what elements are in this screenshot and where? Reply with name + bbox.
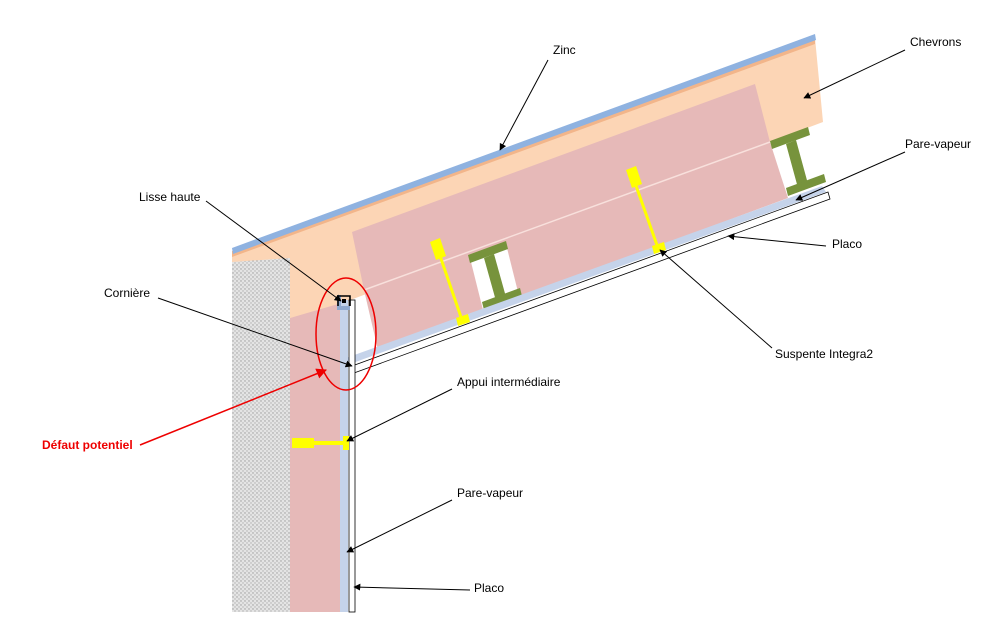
arrow-placo-wall [353, 583, 471, 591]
suspente-left [430, 238, 470, 326]
label-zinc: Zinc [553, 43, 576, 57]
arrow-pare-vapeur-wall [346, 499, 453, 553]
label-pare-vapeur-roof: Pare-vapeur [905, 137, 971, 151]
label-suspente: Suspente Integra2 [775, 347, 873, 361]
arrow-defaut [139, 368, 327, 446]
label-pare-vapeur-wall: Pare-vapeur [457, 486, 523, 500]
arrow-corniere [157, 297, 353, 368]
label-corniere: Cornière [104, 286, 150, 300]
zinc-roofing [232, 34, 816, 254]
arrow-zinc [499, 59, 549, 151]
i-joist-right [770, 127, 826, 196]
arrow-lisse-haute [205, 200, 342, 302]
defect-highlight-ellipse [315, 277, 377, 391]
arrow-suspente [659, 249, 773, 349]
label-chevrons: Chevrons [910, 35, 961, 49]
label-defaut-potentiel: Défaut potentiel [42, 438, 133, 452]
wall-vapour-barrier [340, 300, 348, 612]
masonry-wall [232, 240, 290, 612]
i-joist-left [468, 241, 522, 310]
roof-insulation-lower [364, 142, 788, 350]
arrow-appui [346, 388, 453, 442]
label-lisse-haute: Lisse haute [139, 190, 201, 204]
arrow-pare-vapeur-roof [795, 151, 906, 201]
appui-intermediaire [292, 438, 314, 448]
roof-insulation-upper [352, 84, 770, 290]
arrow-placo-roof [727, 233, 827, 247]
label-placo-roof: Placo [832, 237, 862, 251]
wall-placo-board [348, 299, 356, 613]
label-placo-wall: Placo [474, 581, 504, 595]
arrow-chevrons [803, 49, 906, 99]
label-appui-intermediaire: Appui intermédiaire [457, 375, 561, 389]
wall-insulation [290, 226, 340, 612]
